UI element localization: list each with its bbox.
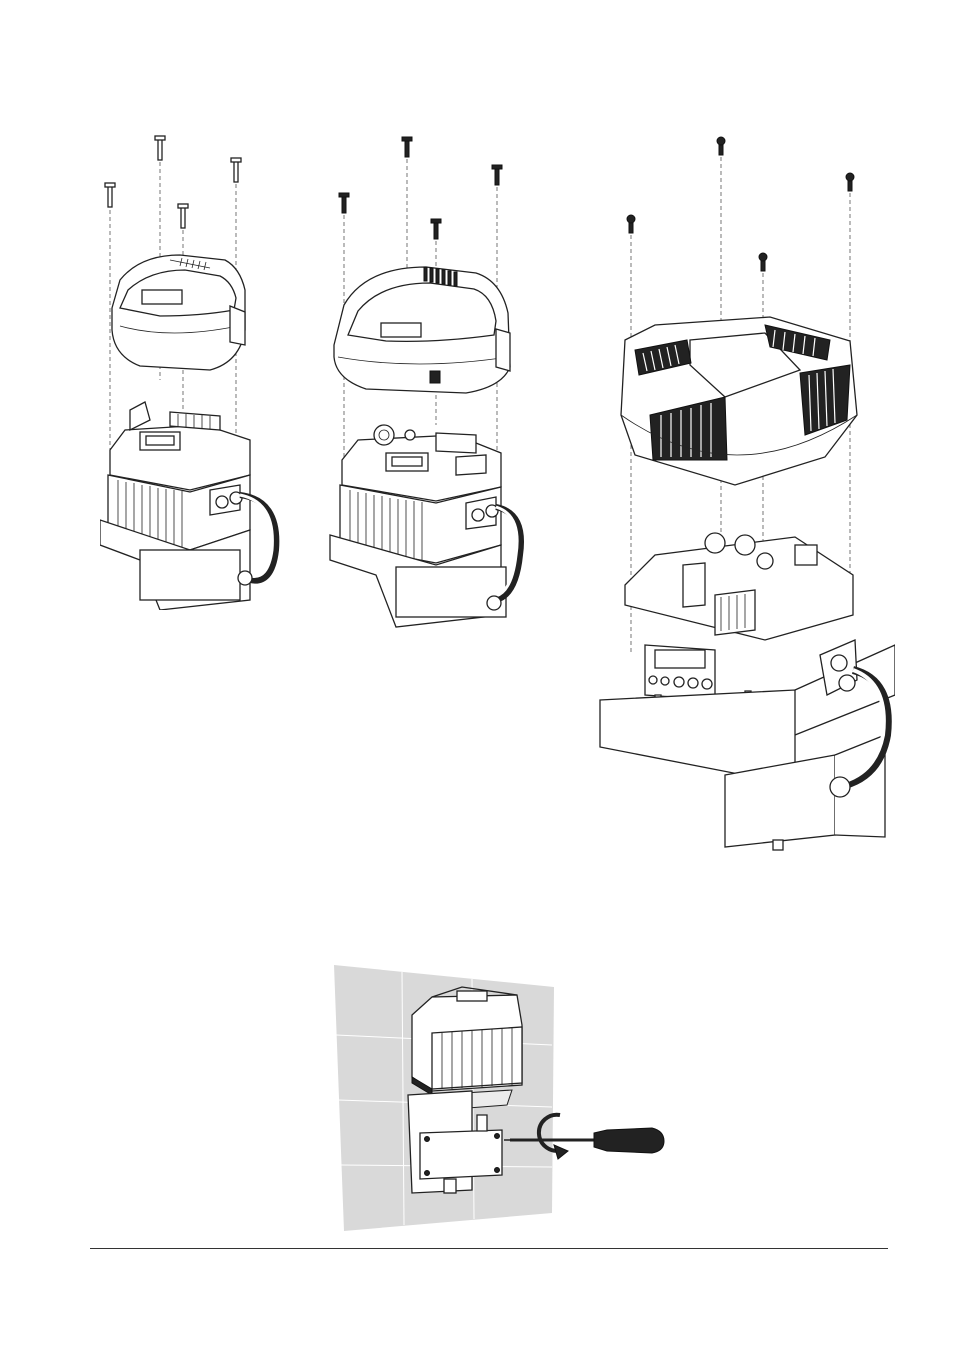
drive-small-exploded-icon [100, 130, 290, 610]
drive-wall-mount-figure [332, 965, 672, 1235]
footer-rule [90, 1248, 888, 1249]
drive-medium-exploded-icon [326, 135, 526, 635]
wall-mount-screwdriver-icon [332, 965, 672, 1235]
drive-medium-exploded-figure [326, 135, 526, 635]
drive-small-exploded-figure [100, 130, 290, 610]
drive-large-exploded-icon [595, 135, 895, 855]
drive-large-exploded-figure [595, 135, 895, 855]
